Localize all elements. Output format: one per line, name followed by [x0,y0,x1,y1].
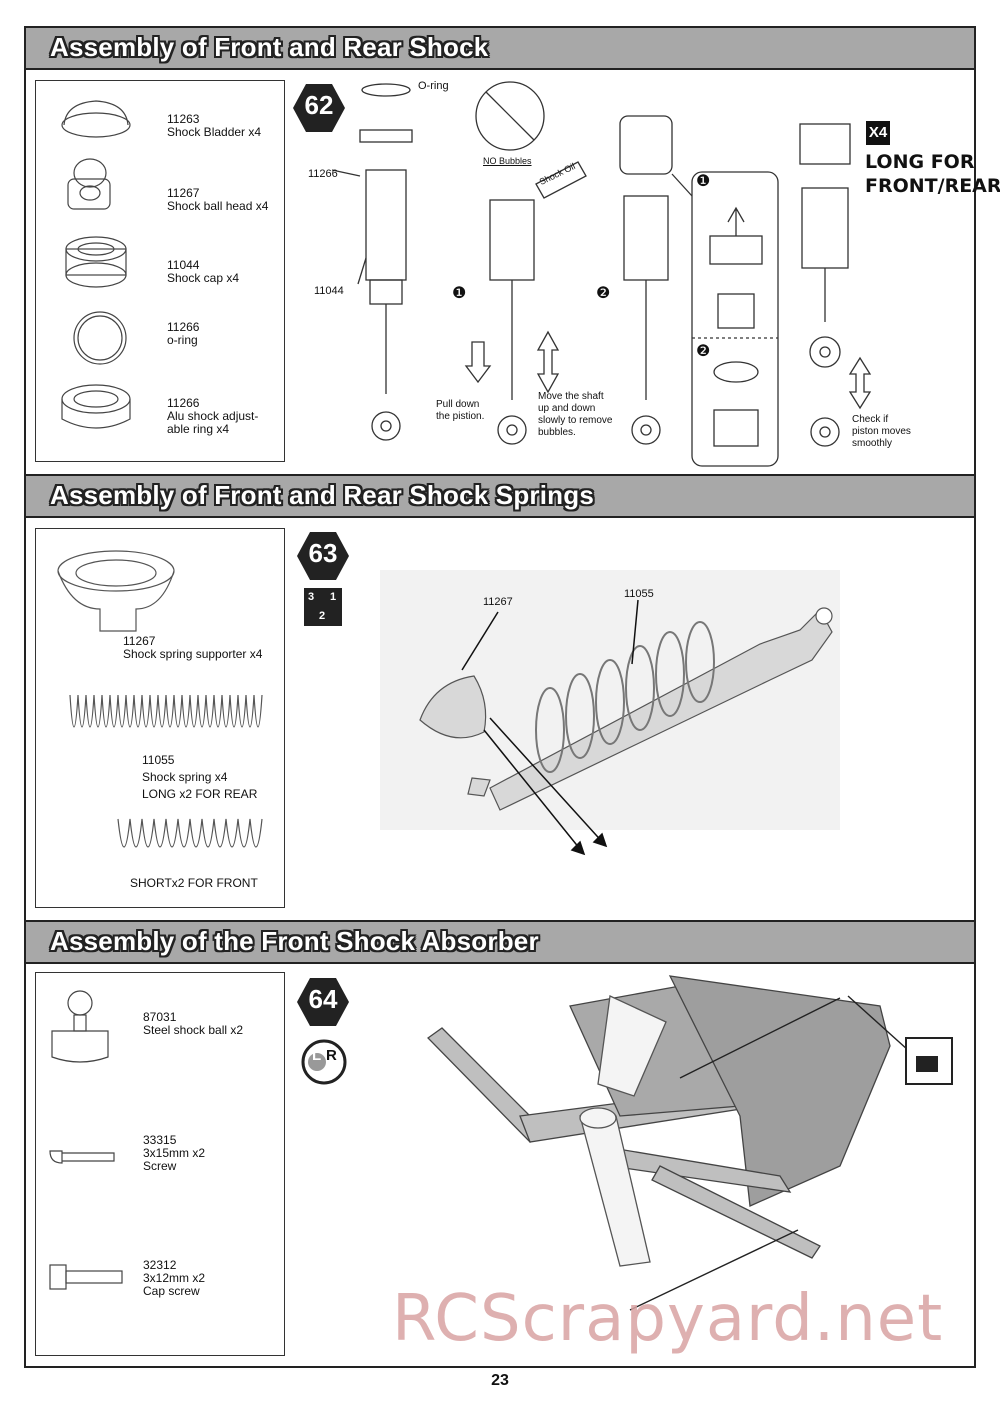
callout-oring: O-ring [418,80,449,92]
part-label: SHORTx2 FOR FRONT [130,876,258,890]
step-63-badge [297,532,349,580]
step-number: 64 [308,984,338,1014]
step-62-badge [293,84,345,132]
callout-11266: 11266 [308,168,338,180]
badge-r: R [326,1047,337,1064]
callout-check: Check if piston moves smoothly [852,414,911,449]
order-icon: 3 1 2 [304,588,342,626]
step-64-badge [297,978,349,1026]
badge-l: L [312,1047,322,1064]
parts-box-64 [35,972,285,1356]
quantity-badge: X4 [866,121,890,145]
step-marker-2: ❷ [696,343,711,360]
watermark: RCScrapyard.net [392,1282,944,1356]
left-right-badge [301,1039,347,1085]
section-header-front-absorber: Assembly of the Front Shock Absorber [24,920,976,964]
parts-illustrations-63 [57,550,263,848]
page-number: 23 [491,1372,509,1389]
step-number: 63 [308,538,338,568]
section-header-springs: Assembly of Front and Rear Shock Springs [24,474,976,518]
callout-pull-down: Pull down the pistion. [436,399,485,422]
step-marker-2: ❷ [596,285,611,302]
section-title: Assembly of Front and Rear Shock [50,32,489,62]
parts-illustrations-62 [61,100,131,429]
long-front-rear-label: LONG FOR FRONT/REAR [865,151,1000,197]
section-title: Assembly of Front and Rear Shock Springs [50,480,594,510]
parts-box-62 [35,80,285,462]
step-marker-1: ❶ [452,285,467,302]
parts-illustrations-64 [49,990,123,1290]
step-number: 62 [304,90,334,120]
shock-assembly-diagram [331,81,872,467]
step-marker-1: ❶ [696,173,711,190]
section-header-shock: Assembly of Front and Rear Shock [24,26,976,70]
callout-no-bubbles: NO Bubbles [483,156,532,166]
spring-assembly-diagram [380,570,840,856]
parts-box-63 [35,528,285,908]
callout-move-shaft: Move the shaft up and down slowly to rem… [538,391,613,438]
section-title: Assembly of the Front Shock Absorber [50,926,539,956]
callout-11055: 11055 [624,588,654,600]
callout-11267: 11267 [483,596,513,608]
front-absorber-diagram [427,975,953,1311]
callout-11044: 11044 [314,285,344,297]
